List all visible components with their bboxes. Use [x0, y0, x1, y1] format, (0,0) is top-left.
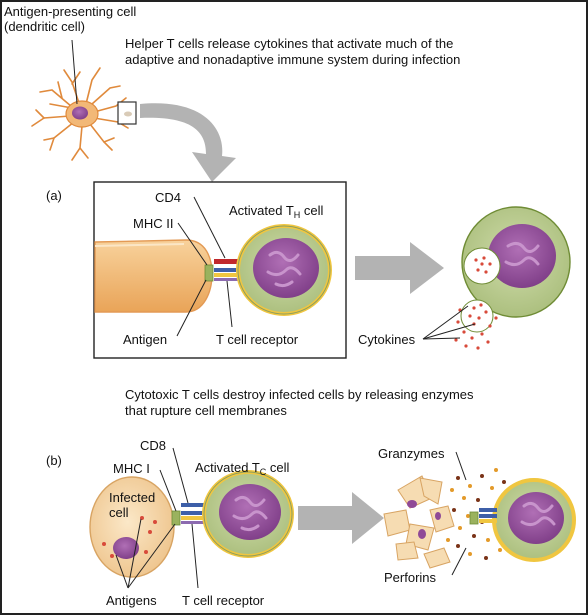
apc-label-line2: (dendritic cell)	[4, 19, 85, 34]
arrow-a	[355, 242, 444, 294]
mhc1-label: MHC I	[113, 461, 150, 476]
tcr-label-b: T cell receptor	[182, 593, 265, 608]
cd8-bar	[181, 503, 207, 507]
panel-a-heading-line2: adaptive and nonadaptive immune system d…	[125, 52, 461, 67]
antigens-label: Antigens	[106, 593, 157, 608]
panel-b-heading-line1: Cytotoxic T cells destroy infected cells…	[125, 387, 474, 402]
granzymes-label: Granzymes	[378, 446, 445, 461]
perforins-label: Perforins	[384, 570, 437, 585]
dendritic-cell	[31, 67, 129, 161]
activated-th-label: Activated TH cell	[229, 203, 324, 220]
cd8-label: CD8	[140, 438, 167, 453]
infected-cell	[89, 476, 175, 578]
tcr-label-a: T cell receptor	[216, 332, 299, 347]
infected-label-line1: Infected	[109, 490, 156, 505]
cytokines-label: Cytokines	[358, 332, 416, 347]
panel-b-marker: (b)	[46, 453, 62, 468]
activated-tc-label: Activated TC cell	[195, 460, 290, 477]
ruptured-cell	[383, 475, 455, 569]
mhc2-label: MHC II	[133, 216, 174, 231]
antigen-label: Antigen	[123, 332, 168, 347]
panel-a-marker: (a)	[46, 188, 62, 203]
cd4-bar	[214, 259, 242, 264]
apc-finger	[94, 239, 213, 313]
panel-a-heading-line1: Helper T cells release cytokines that ac…	[125, 36, 454, 51]
cytokine-dots	[454, 256, 498, 350]
infected-label-line2: cell	[109, 505, 129, 520]
cd4-label: CD4	[155, 190, 182, 205]
zoom-arrow	[140, 103, 236, 182]
arrow-b	[298, 492, 384, 544]
apc-label-line1: Antigen-presenting cell	[4, 4, 137, 19]
panel-b-heading-line2: that rupture cell membranes	[125, 403, 287, 418]
